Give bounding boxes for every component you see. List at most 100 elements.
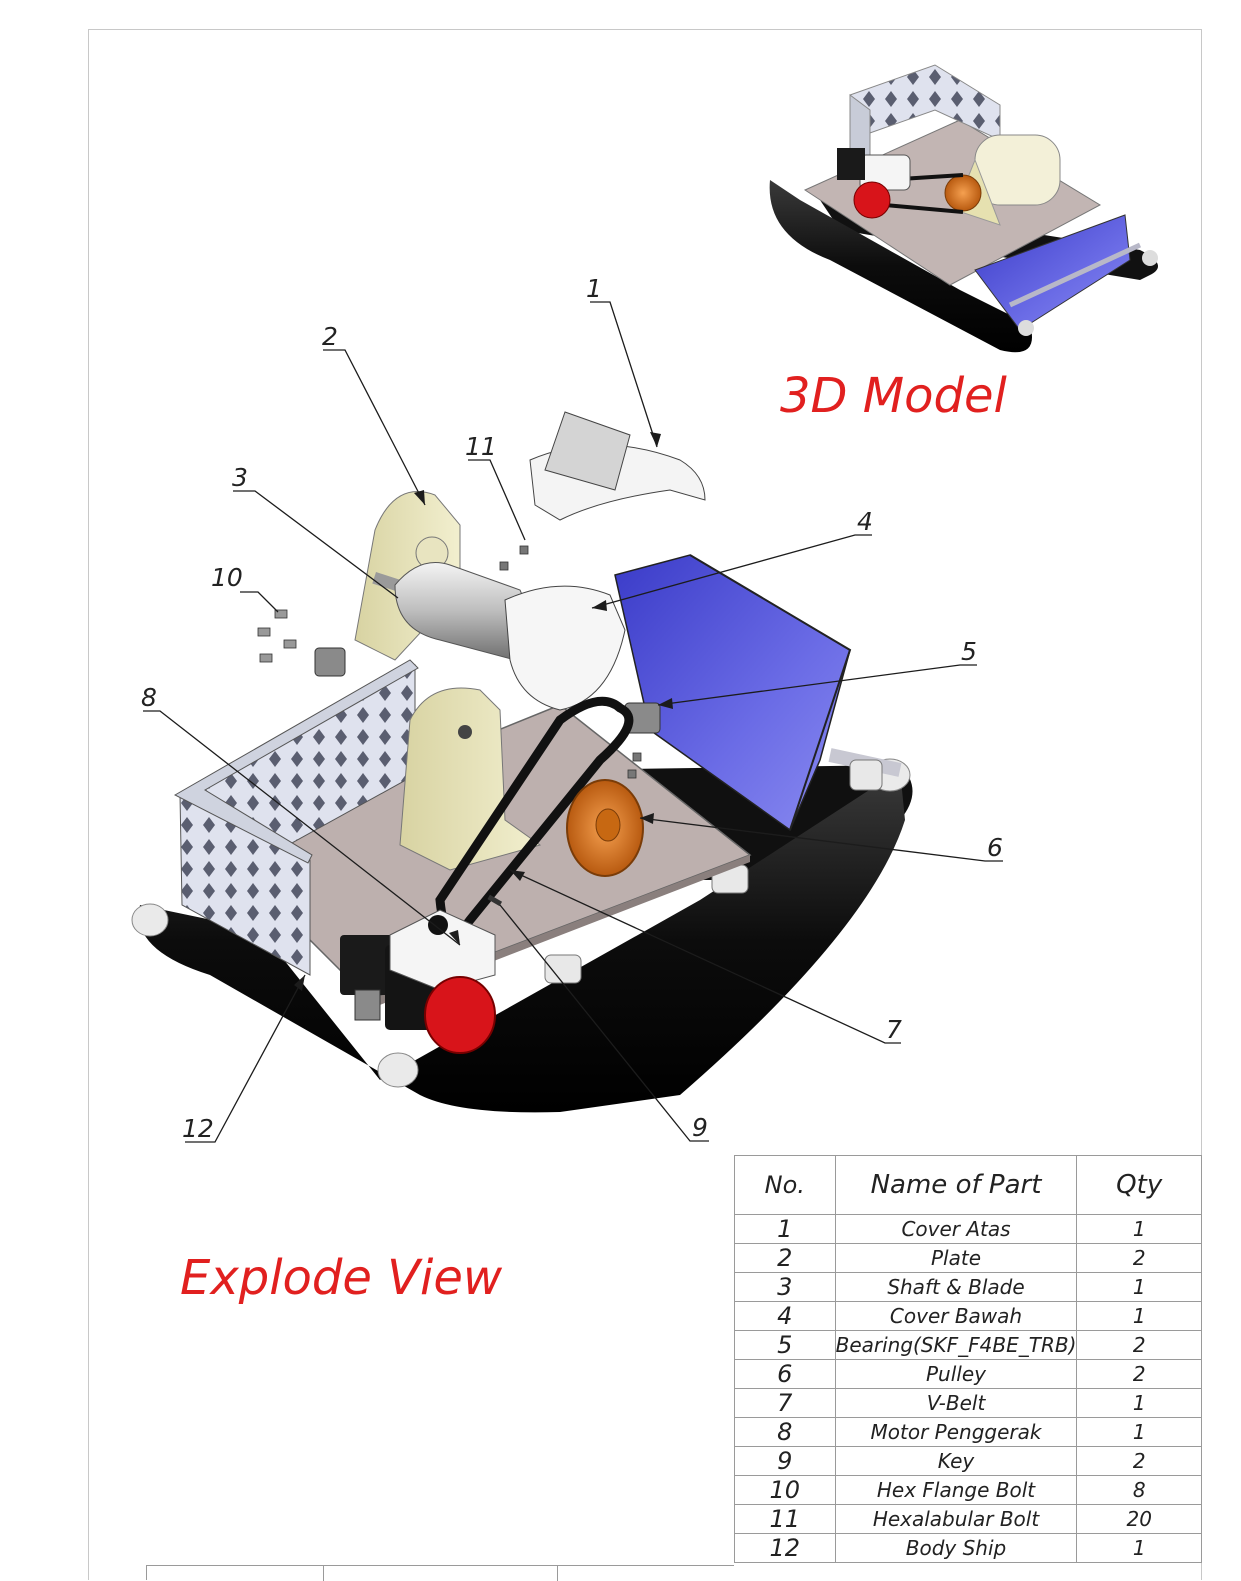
model-pontoon-cap — [1018, 320, 1034, 336]
bom-cell-no: 11 — [734, 1504, 836, 1534]
bom-cell-no: 6 — [734, 1359, 836, 1389]
bom-cell-no: 9 — [734, 1446, 836, 1476]
pontoon-cap-front — [377, 1052, 419, 1088]
drawing-sheet-border — [88, 29, 1202, 1580]
callout-6: 6 — [987, 833, 1003, 862]
title-explode-view: Explode View — [180, 1250, 503, 1306]
bearing-left — [314, 647, 346, 677]
bom-cell-qty: 2 — [1076, 1243, 1202, 1273]
bom-cell-no: 12 — [734, 1533, 836, 1563]
engine-red-cover — [424, 976, 496, 1054]
cover-bawah — [504, 585, 626, 711]
model-pontoon-cap — [1142, 250, 1158, 266]
bom-cell-name: Motor Penggerak — [834, 1417, 1078, 1447]
bom-cell-no: 8 — [734, 1417, 836, 1447]
bom-cell-qty: 1 — [1076, 1533, 1202, 1563]
bom-cell-name: Bearing(SKF_F4BE_TRB) — [834, 1330, 1078, 1360]
model-pulley — [944, 174, 982, 212]
key — [487, 894, 503, 907]
bom-cell-qty: 1 — [1076, 1272, 1202, 1302]
engine-tank — [389, 909, 496, 991]
bom-cell-no: 2 — [734, 1243, 836, 1273]
frame-hole — [458, 725, 472, 739]
pontoon-front — [138, 770, 905, 1113]
bom-cell-no: 5 — [734, 1330, 836, 1360]
callout-5: 5 — [961, 637, 977, 666]
bom-cell-qty: 20 — [1076, 1504, 1202, 1534]
pulley-hub — [595, 808, 621, 842]
title-3d-model: 3D Model — [780, 368, 1007, 424]
callout-10: 10 — [211, 563, 243, 592]
bom-cell-name: Body Ship — [834, 1533, 1078, 1563]
bom-cell-no: 3 — [734, 1272, 836, 1302]
bom-cell-qty: 1 — [1076, 1417, 1202, 1447]
engine-fuel-cap — [428, 915, 448, 935]
callout-2: 2 — [322, 322, 338, 351]
callout-arrowheads — [294, 432, 673, 991]
model-grate-back — [849, 64, 1001, 141]
callout-leaders — [143, 301, 1003, 1143]
exploded-assembly — [131, 411, 913, 1113]
bom-cell-name: Hex Flange Bolt — [834, 1475, 1078, 1505]
engine-pull-start — [354, 989, 381, 1021]
model-rail — [1008, 242, 1142, 308]
bom-cell-qty: 2 — [1076, 1330, 1202, 1360]
callout-3: 3 — [232, 463, 248, 492]
frame-stand-lower — [399, 687, 542, 871]
bom-cell-qty: 8 — [1076, 1475, 1202, 1505]
model-3d-thumbnail — [769, 64, 1158, 353]
bom-cell-no: 10 — [734, 1475, 836, 1505]
grate-top-rim — [173, 659, 419, 864]
callout-9: 9 — [692, 1113, 708, 1142]
callout-12: 12 — [182, 1114, 214, 1143]
bom-cell-qty: 2 — [1076, 1446, 1202, 1476]
callout-7: 7 — [886, 1015, 902, 1044]
deck-clamp — [544, 954, 582, 984]
callout-8: 8 — [141, 683, 157, 712]
callout-4: 4 — [857, 507, 873, 536]
bom-cell-qty: 1 — [1076, 1301, 1202, 1331]
bom-cell-no: 4 — [734, 1301, 836, 1331]
model-engine-box — [837, 148, 865, 180]
bom-cell-no: 1 — [734, 1214, 836, 1244]
callout-1: 1 — [586, 274, 602, 303]
bom-cell-name: Plate — [834, 1243, 1078, 1273]
callout-numbers: 1 2 3 4 5 6 7 8 9 10 11 12 — [141, 274, 1003, 1143]
bom-cell-name: Shaft & Blade — [834, 1272, 1078, 1302]
model-pontoon-front — [769, 180, 1032, 353]
chute-edge — [689, 554, 852, 831]
pontoon-cap-left — [131, 903, 169, 937]
model-engine-cover — [853, 181, 891, 219]
bom-cell-name: V-Belt — [834, 1388, 1078, 1418]
bom-header-row: No. Name of Part Qty — [734, 1155, 1202, 1215]
bom-cell-qty: 2 — [1076, 1359, 1202, 1389]
bom-cell-name: Cover Atas — [834, 1214, 1078, 1244]
title-block-border — [146, 1565, 734, 1581]
bom-cell-no: 7 — [734, 1388, 836, 1418]
callout-11: 11 — [465, 432, 497, 461]
bom-cell-qty: 1 — [1076, 1214, 1202, 1244]
bom-header-name: Name of Part — [834, 1155, 1078, 1215]
bom-cell-name: Pulley — [834, 1359, 1078, 1389]
bom-cell-qty: 1 — [1076, 1388, 1202, 1418]
bom-header-no: No. — [734, 1155, 836, 1215]
bom-cell-name: Key — [834, 1446, 1078, 1476]
bom-header-qty: Qty — [1076, 1155, 1202, 1215]
bom-cell-name: Hexalabular Bolt — [834, 1504, 1078, 1534]
cover-atas-hopper — [544, 411, 631, 491]
hexalabular-bolts — [499, 545, 642, 779]
hex-flange-bolts — [257, 609, 297, 663]
